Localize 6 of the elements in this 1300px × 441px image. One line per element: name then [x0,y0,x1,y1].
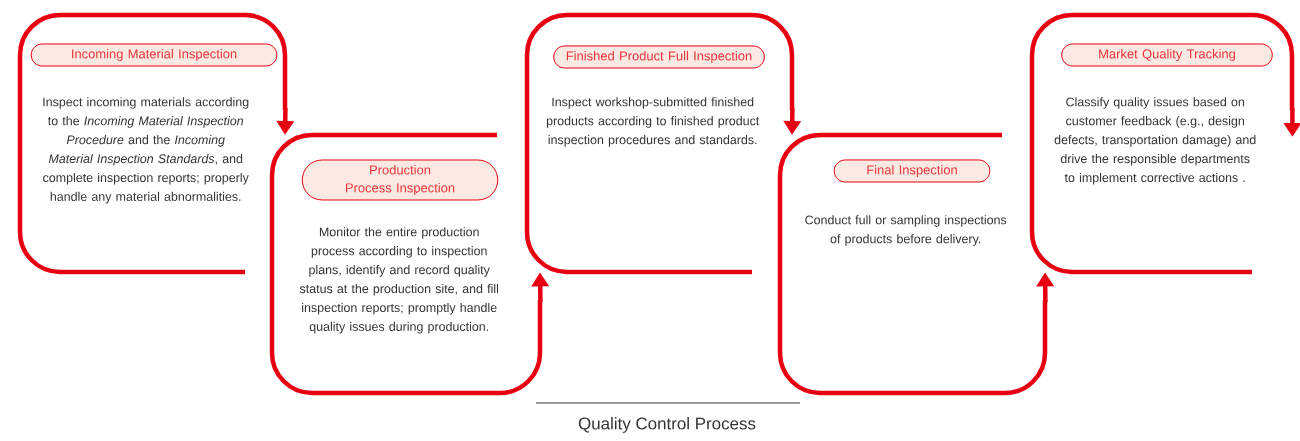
title-pill: Incoming Material Inspection [30,43,278,67]
title-pill: Production Process Inspection [301,159,499,201]
title-pill: Finished Product Full Inspection [553,45,765,69]
title-pill: Final Inspection [833,159,991,183]
title-pill: Market Quality Tracking [1061,43,1273,67]
title: Quality Control Process [578,417,756,433]
